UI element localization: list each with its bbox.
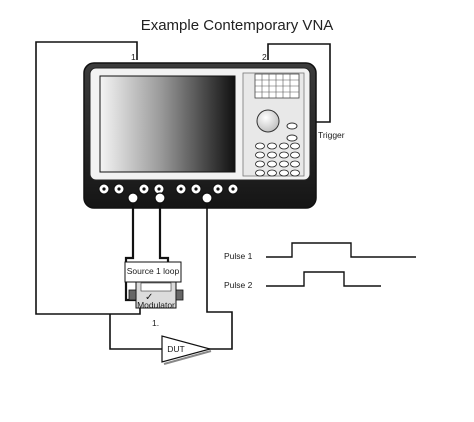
source-loop-label: Source 1 loop bbox=[127, 266, 180, 276]
port1-bottom-label: 1. bbox=[152, 318, 159, 328]
rotary-knob-icon[interactable] bbox=[256, 109, 280, 133]
trigger-cable bbox=[267, 43, 331, 123]
port-a-connector[interactable] bbox=[127, 192, 139, 204]
port-c-connector[interactable] bbox=[201, 192, 213, 204]
pulse2-label: Pulse 2 bbox=[224, 280, 253, 290]
dut-label: DUT bbox=[167, 344, 184, 354]
diagram-title: Example Contemporary VNA bbox=[141, 17, 334, 34]
trigger-label: Trigger bbox=[318, 130, 345, 140]
port2-label: 2. bbox=[262, 52, 269, 62]
pulse1-label: Pulse 1 bbox=[224, 251, 253, 261]
pulse1-waveform bbox=[266, 242, 416, 258]
vna-screen bbox=[99, 75, 236, 173]
panel-oval-button-1[interactable] bbox=[286, 122, 298, 130]
modulator-label: Modulator bbox=[137, 300, 175, 310]
dut-amplifier bbox=[161, 335, 213, 363]
port1-label: 1. bbox=[131, 52, 138, 62]
numeric-keypad[interactable] bbox=[255, 142, 300, 177]
dut-to-vna-cable bbox=[206, 203, 233, 350]
panel-oval-button-2[interactable] bbox=[286, 134, 298, 142]
port1-cable bbox=[35, 41, 141, 315]
modulator bbox=[128, 281, 184, 309]
source-loop-cable bbox=[124, 203, 136, 302]
softkey-grid[interactable] bbox=[254, 73, 300, 99]
modulator-to-dut-cable bbox=[109, 314, 162, 350]
pulse2-waveform bbox=[266, 271, 381, 287]
port-b-connector[interactable] bbox=[154, 192, 166, 204]
modulator-check-icon: ✓ bbox=[145, 292, 153, 303]
vna-instrument bbox=[83, 62, 317, 209]
